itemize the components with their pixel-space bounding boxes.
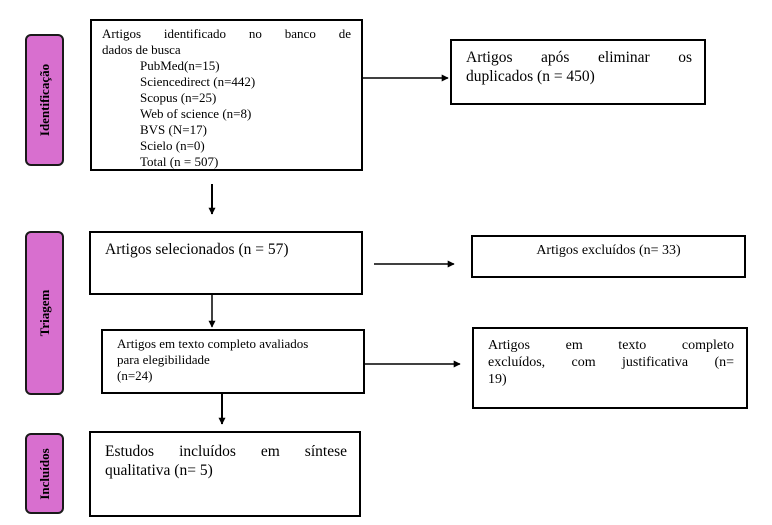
excluded-box: Artigos excluídos (n= 33)	[471, 235, 746, 278]
fulltext-line1: Artigos em texto completo avaliados	[117, 336, 309, 351]
source-bvs: BVS (N=17)	[140, 122, 207, 137]
after-duplicates-box: Artigos após eliminar os duplicados (n =…	[450, 39, 706, 105]
after-duplicates-line1: Artigos após eliminar os	[466, 49, 692, 66]
source-web-of-science: Web of science (n=8)	[140, 106, 252, 121]
stage-incluidos: Incluídos	[25, 433, 64, 514]
fulltext-line3: (n=24)	[117, 368, 153, 383]
selected-box: Artigos selecionados (n = 57)	[89, 231, 363, 295]
source-scielo: Scielo (n=0)	[140, 138, 205, 153]
included-line1: Estudos incluídos em síntese	[105, 443, 347, 460]
after-duplicates-line2: duplicados (n = 450)	[466, 68, 595, 85]
fulltext-excluded-box: Artigos em texto completo excluídos, com…	[472, 327, 748, 409]
fulltext-excluded-line3: 19)	[488, 372, 507, 387]
fulltext-line2: para elegibilidade	[117, 352, 210, 367]
source-scopus: Scopus (n=25)	[140, 90, 217, 105]
identified-line2: dados de busca	[102, 42, 181, 57]
fulltext-excluded-line1: Artigos em texto completo	[488, 338, 734, 353]
included-box: Estudos incluídos em síntese qualitativa…	[89, 431, 361, 517]
source-total: Total (n = 507)	[140, 154, 219, 169]
identified-line1: Artigos identificado no banco de	[102, 26, 351, 41]
fulltext-box: Artigos em texto completo avaliados para…	[101, 329, 365, 394]
identified-box: Artigos identificado no banco de dados d…	[90, 19, 363, 171]
stage-identificacao: Identificação	[25, 34, 64, 166]
selected-text: Artigos selecionados (n = 57)	[105, 241, 289, 258]
stage-triagem: Triagem	[25, 231, 64, 395]
included-line2: qualitativa (n= 5)	[105, 462, 213, 479]
source-pubmed: PubMed(n=15)	[140, 58, 220, 73]
source-sciencedirect: Sciencedirect (n=442)	[140, 74, 256, 89]
fulltext-excluded-line2: excluídos, com justificativa (n=	[488, 355, 734, 370]
excluded-text: Artigos excluídos (n= 33)	[536, 243, 681, 258]
